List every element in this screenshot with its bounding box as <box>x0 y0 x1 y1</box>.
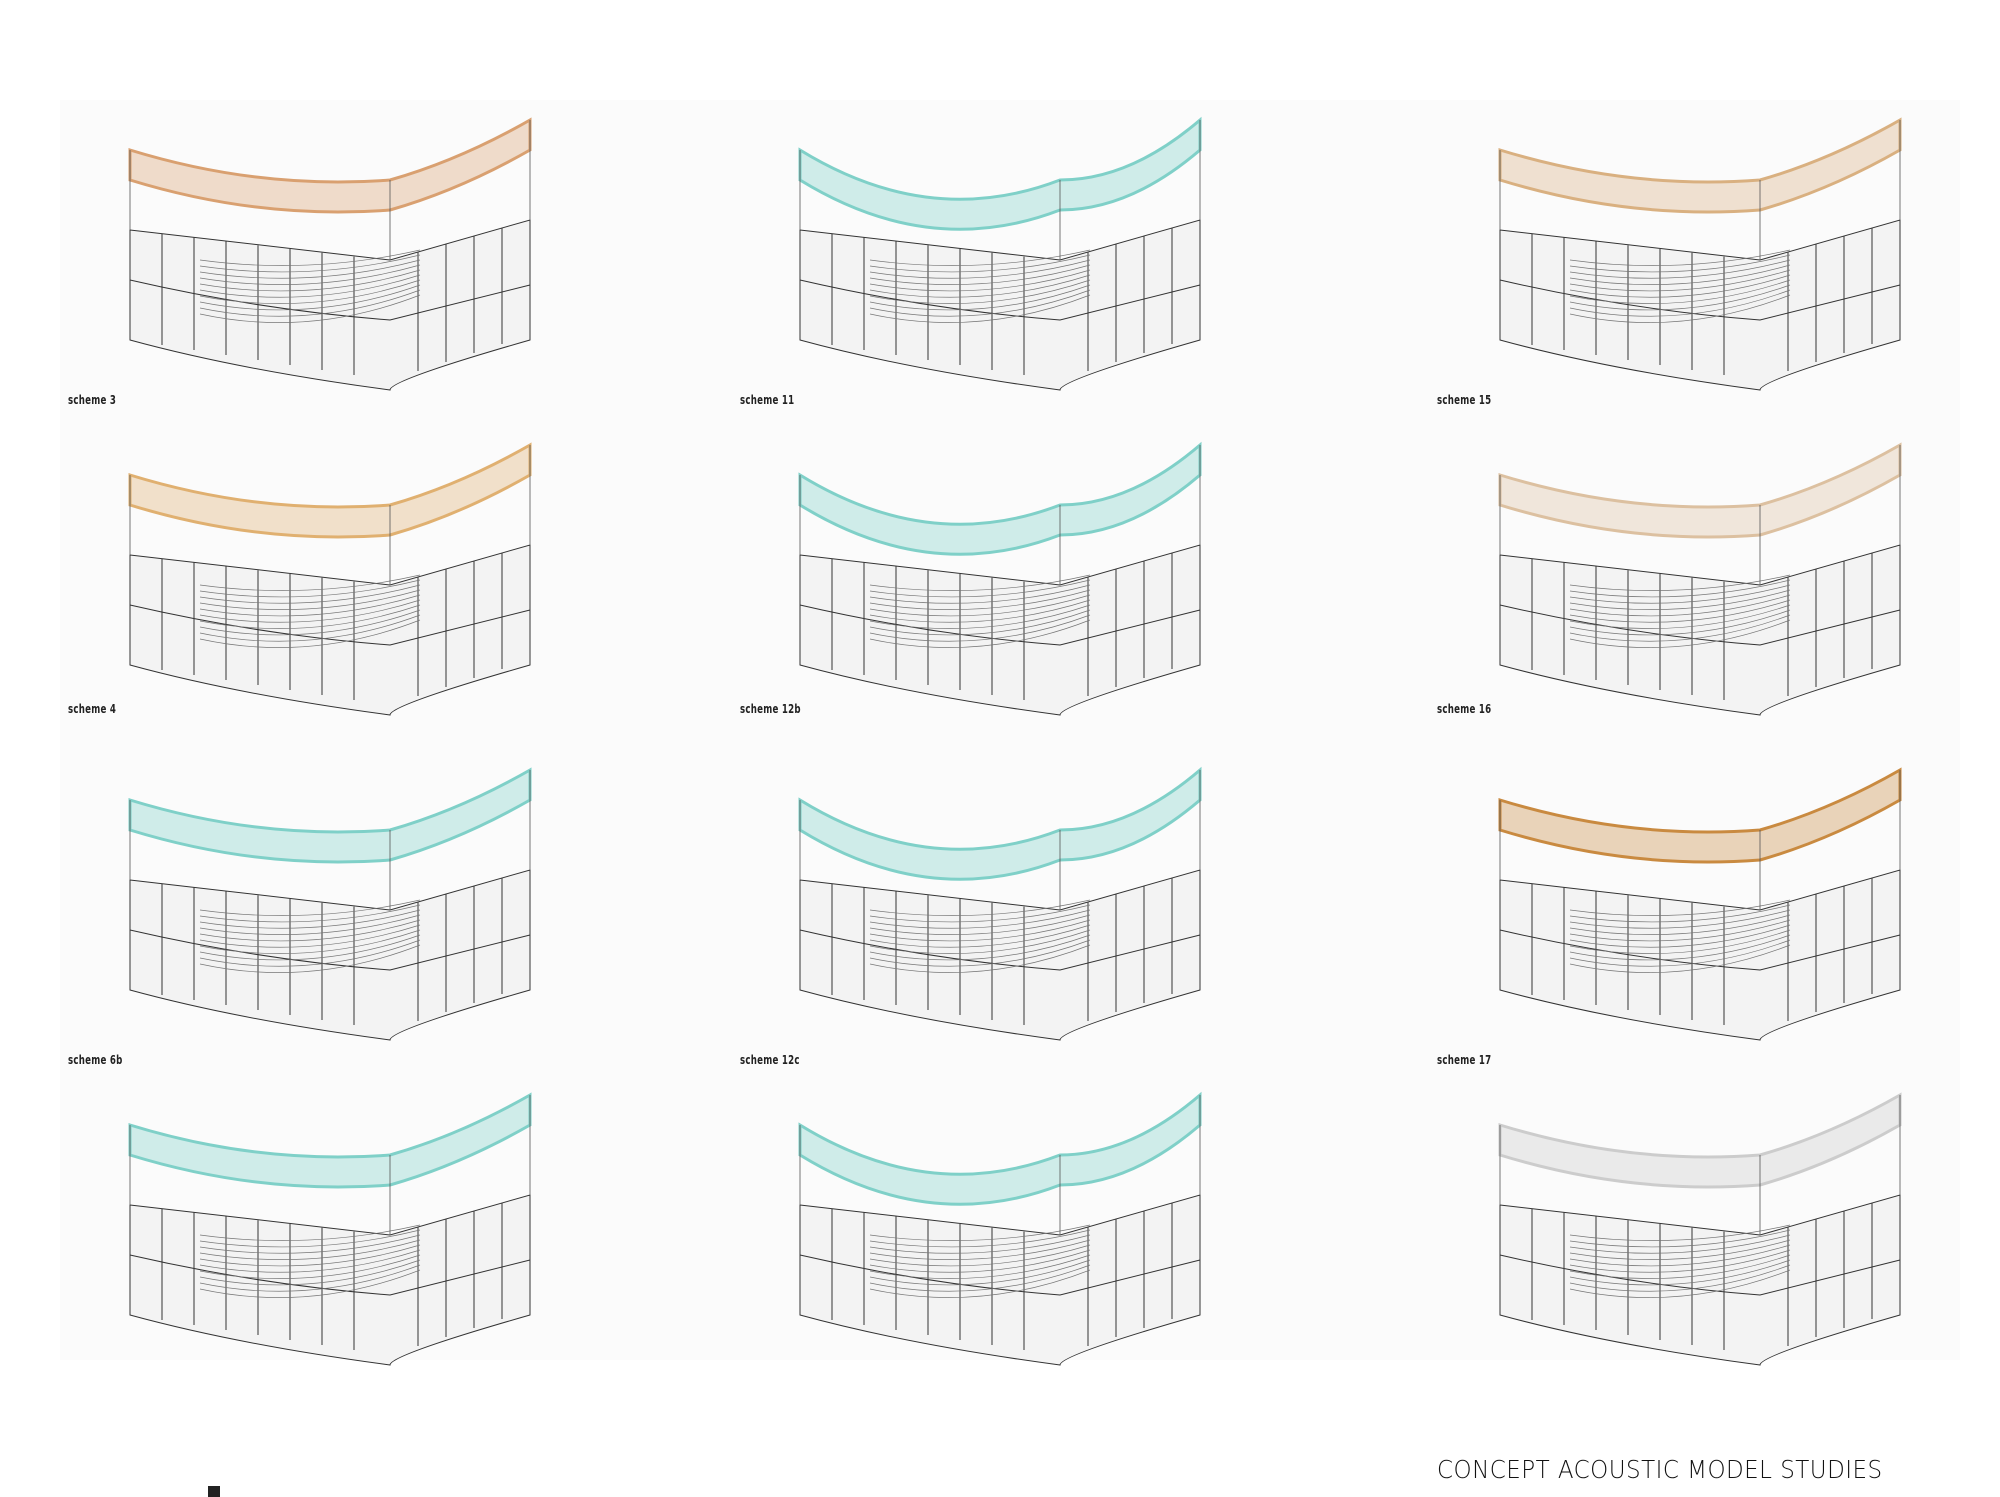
scheme-label: scheme 16 <box>1437 702 1492 716</box>
acoustic-model-drawing <box>798 1091 1202 1366</box>
acoustic-model-drawing <box>798 766 1202 1041</box>
acoustic-model-drawing <box>798 441 1202 716</box>
acoustic-model-drawing <box>1498 767 1902 1041</box>
acoustic-model-drawing <box>1498 117 1902 391</box>
acoustic-model-drawing <box>128 442 532 716</box>
scheme-label: scheme 4 <box>68 702 117 716</box>
scheme-label: scheme 12b <box>740 702 801 716</box>
acoustic-model-drawing <box>1498 1092 1902 1366</box>
scheme-label: scheme 15 <box>1437 393 1492 407</box>
scheme-label: scheme 17 <box>1437 1053 1492 1067</box>
acoustic-model-drawing <box>128 117 532 391</box>
acoustic-model-drawing <box>798 116 1202 391</box>
scheme-label: scheme 6b <box>68 1053 123 1067</box>
scheme-label: scheme 3 <box>68 393 117 407</box>
acoustic-model-drawing <box>1498 442 1902 716</box>
scheme-label: scheme 11 <box>740 393 795 407</box>
page-mark <box>208 1486 220 1497</box>
scheme-label: scheme 12c <box>740 1053 800 1067</box>
acoustic-model-drawing <box>128 767 532 1041</box>
acoustic-model-drawing <box>128 1092 532 1366</box>
sheet-title: CONCEPT ACOUSTIC MODEL STUDIES <box>1437 1455 1883 1484</box>
